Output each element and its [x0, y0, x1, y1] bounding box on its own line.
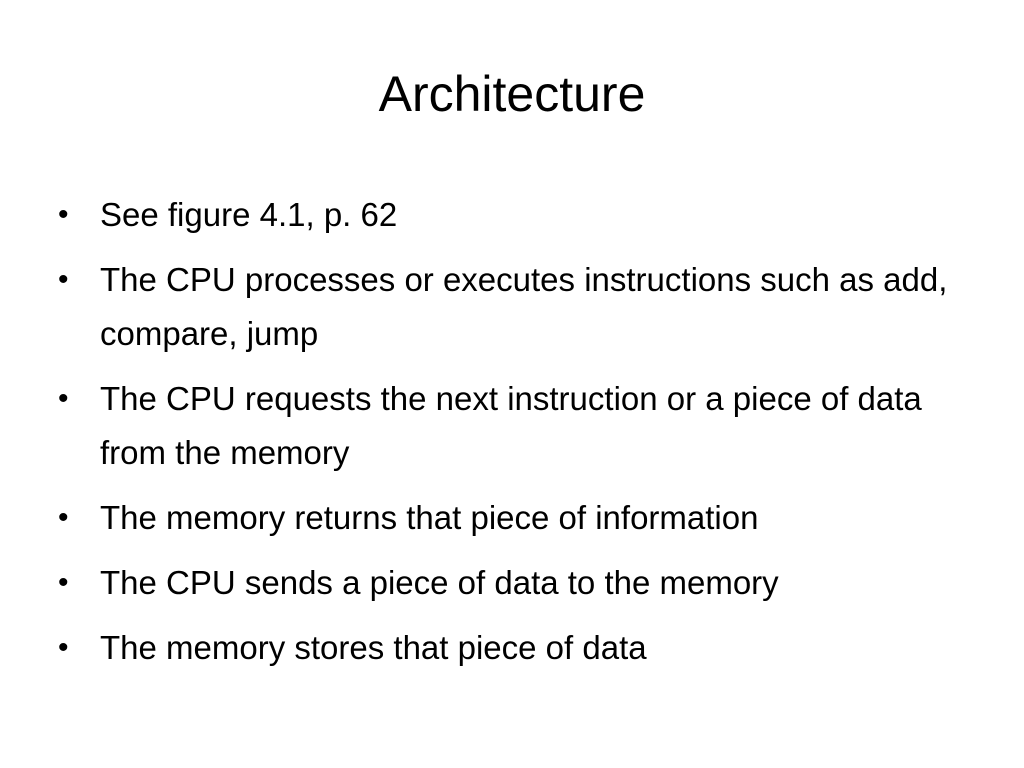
bullet-list: • See figure 4.1, p. 62 • The CPU proces…	[58, 188, 978, 686]
bullet-icon: •	[58, 566, 69, 599]
list-item: • See figure 4.1, p. 62	[58, 188, 978, 242]
bullet-text: The CPU processes or executes instructio…	[100, 261, 948, 352]
bullet-icon: •	[58, 198, 69, 231]
bullet-text: The memory stores that piece of data	[100, 629, 647, 666]
list-item: • The memory returns that piece of infor…	[58, 491, 978, 545]
list-item: • The CPU sends a piece of data to the m…	[58, 556, 978, 610]
bullet-text: See figure 4.1, p. 62	[100, 196, 398, 233]
list-item: • The CPU processes or executes instruct…	[58, 253, 978, 361]
list-item: • The memory stores that piece of data	[58, 621, 978, 675]
list-item: • The CPU requests the next instruction …	[58, 372, 978, 480]
bullet-text: The CPU requests the next instruction or…	[100, 380, 922, 471]
bullet-text: The CPU sends a piece of data to the mem…	[100, 564, 779, 601]
bullet-icon: •	[58, 631, 69, 664]
bullet-icon: •	[58, 263, 69, 296]
slide-title: Architecture	[378, 66, 646, 122]
bullet-text: The memory returns that piece of informa…	[100, 499, 759, 536]
bullet-icon: •	[58, 501, 69, 534]
bullet-icon: •	[58, 382, 69, 415]
